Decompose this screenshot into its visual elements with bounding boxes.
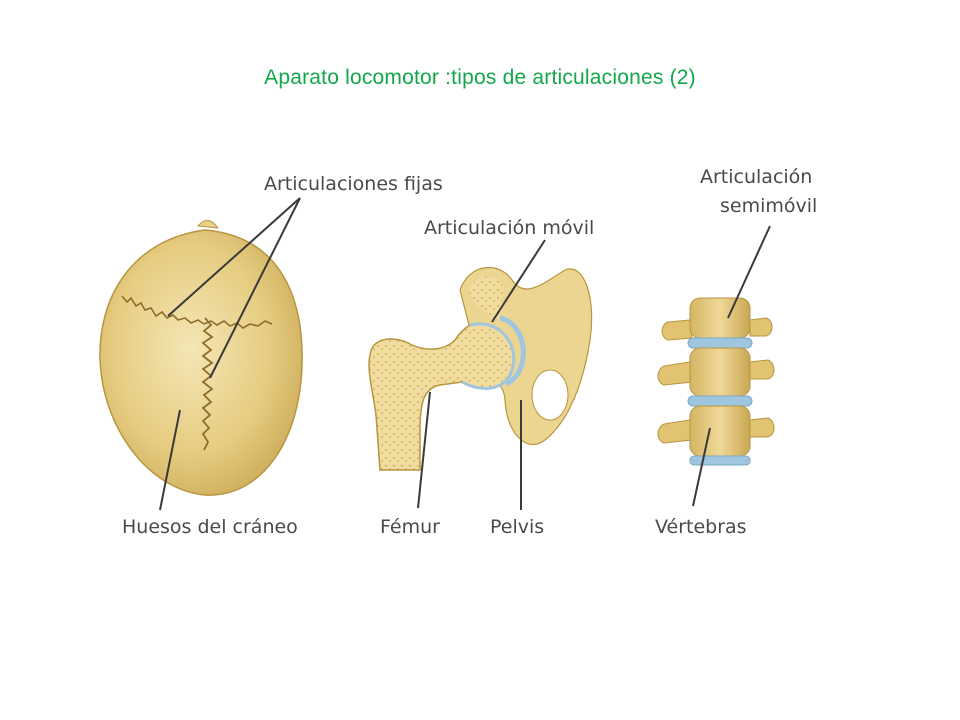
leader-line-mobile — [491, 239, 546, 323]
vertebra-1 — [661, 297, 773, 341]
intervertebral-disc-2 — [687, 395, 753, 407]
label-vertebrae: Vértebras — [655, 516, 747, 538]
leader-line-vertebrae — [692, 427, 711, 507]
intervertebral-disc-3 — [689, 455, 751, 466]
slide-title: Aparato locomotor :tipos de articulacion… — [264, 66, 696, 89]
acetabulum-cartilage — [499, 315, 526, 387]
obturator-foramen — [531, 369, 569, 421]
label-semimobile-line2: semimóvil — [720, 195, 817, 217]
label-fixed-joints: Articulaciones fijas — [264, 173, 443, 195]
label-skull-bones: Huesos del cráneo — [122, 516, 298, 538]
leader-line-fixed-coronal — [167, 197, 301, 317]
vertebrae-drawing — [657, 297, 775, 466]
femur-head-outline — [461, 322, 516, 390]
coronal-suture — [121, 295, 273, 329]
leader-line-fixed-sagittal — [209, 197, 301, 379]
femur-shape — [368, 323, 515, 471]
pelvis-spongy — [468, 276, 504, 320]
label-pelvis: Pelvis — [490, 516, 544, 538]
leader-lines — [159, 197, 771, 511]
vertebra-2 — [657, 347, 775, 397]
label-semimobile-line1: Articulación — [700, 166, 812, 188]
skull-shape — [99, 229, 303, 496]
vertebra-3 — [657, 405, 775, 457]
sagittal-suture — [201, 317, 214, 451]
leader-line-semimobile — [727, 225, 771, 319]
hip-joint-drawing — [368, 267, 593, 471]
leader-line-skull-bones — [159, 409, 181, 511]
skull-nasion-bump — [197, 220, 220, 229]
intervertebral-disc-1 — [687, 337, 753, 349]
skull-drawing — [99, 220, 303, 496]
leader-line-femur — [417, 391, 431, 509]
label-mobile-joint: Articulación móvil — [424, 217, 594, 239]
label-femur: Fémur — [380, 516, 440, 538]
